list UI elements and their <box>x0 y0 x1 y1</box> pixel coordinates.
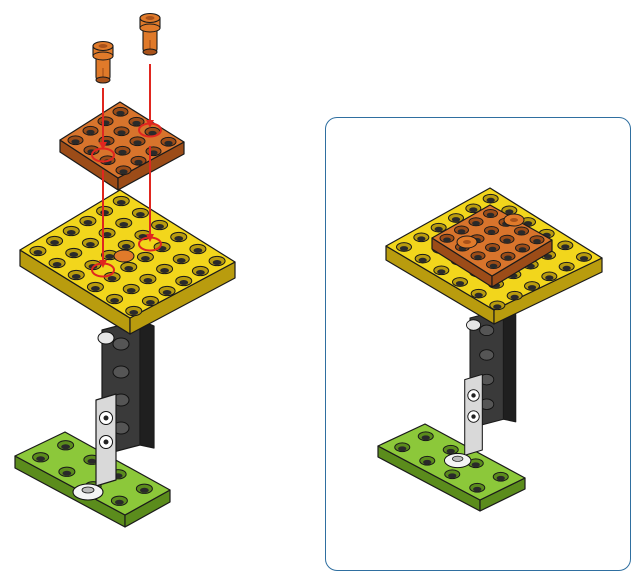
result-connector-hole-core <box>471 414 475 418</box>
result-green-base-plate-hole-inner <box>448 473 456 478</box>
result-green-base-plate-hole-inner <box>447 449 455 454</box>
result-orange-small-plate-hole-inner <box>519 247 527 251</box>
result-green-base-plate <box>378 424 525 511</box>
result-orange-small-plate-hole-inner <box>443 238 451 242</box>
result-yellow-large-plate-hole-inner <box>417 236 425 241</box>
result-yellow-large-plate-hole-inner <box>563 266 571 271</box>
result-green-base-plate-hole-inner <box>423 460 431 465</box>
result-yellow-large-plate-hole-inner <box>452 217 460 222</box>
result-orange-small-plate-hole-inner <box>503 239 511 243</box>
result-orange-small-plate-hole-inner <box>488 230 496 234</box>
result-yellow-large-plate-hole-inner <box>419 258 427 263</box>
result-green-base-plate-hole-inner <box>473 487 481 492</box>
result-yellow-large-plate-hole-inner <box>487 198 495 203</box>
result-beam-hole <box>480 325 494 336</box>
result-yellow-large-plate-hole-inner <box>437 269 445 274</box>
result-green-base-plate-hole-inner <box>472 462 480 467</box>
result-beam-side <box>503 309 515 422</box>
result-yellow-large-plate-hole-inner <box>435 227 443 232</box>
result-green-base-plate-hole-inner <box>497 476 505 481</box>
result-yellow-large-plate-hole-inner <box>580 256 588 261</box>
result-yellow-large-plate-hole-inner <box>469 207 477 212</box>
result-orange-small-plate-hole-inner <box>518 230 526 234</box>
result-orange-small-plate-hole-inner <box>533 239 541 243</box>
result-yellow-large-plate-hole-inner <box>493 304 501 309</box>
result-yellow-large-plate-hole-inner <box>528 285 536 290</box>
result-yellow-large-plate-hole-inner <box>511 295 519 300</box>
result-orange-small-plate-hole-inner <box>504 256 512 260</box>
result-orange-small-plate-hole-inner <box>490 264 498 268</box>
result-yellow-large-plate-hole-inner <box>400 246 408 251</box>
result-orange-small-plate-hole-inner <box>472 221 480 225</box>
result-beam-peg <box>466 320 480 331</box>
result-yellow-large-plate-hole-inner <box>505 209 513 214</box>
result-yellow-large-plate-hole-inner <box>475 293 483 298</box>
result-green-base-plate-hole-inner <box>422 435 430 440</box>
result-pin-head-right-hole <box>510 218 518 222</box>
result-orange-small-plate-hole-inner <box>458 229 466 233</box>
result-orange-small-plate-hole-inner <box>474 255 482 259</box>
result-orange-small-plate-hole-inner <box>487 213 495 217</box>
result-yellow-large-plate-hole-inner <box>545 275 553 280</box>
result-pin-head-left-hole <box>463 240 471 244</box>
result-orange-small-plate-hole-inner <box>489 247 497 251</box>
result-yellow-large-plate-hole-inner <box>456 281 464 286</box>
result-connector-foot-hole <box>452 456 463 461</box>
result-yellow-large-plate-hole-inner <box>561 244 569 249</box>
result-green-base-plate-hole-inner <box>398 446 406 451</box>
result-connector-hole-core <box>471 393 475 397</box>
result-beam-hole <box>480 350 494 361</box>
